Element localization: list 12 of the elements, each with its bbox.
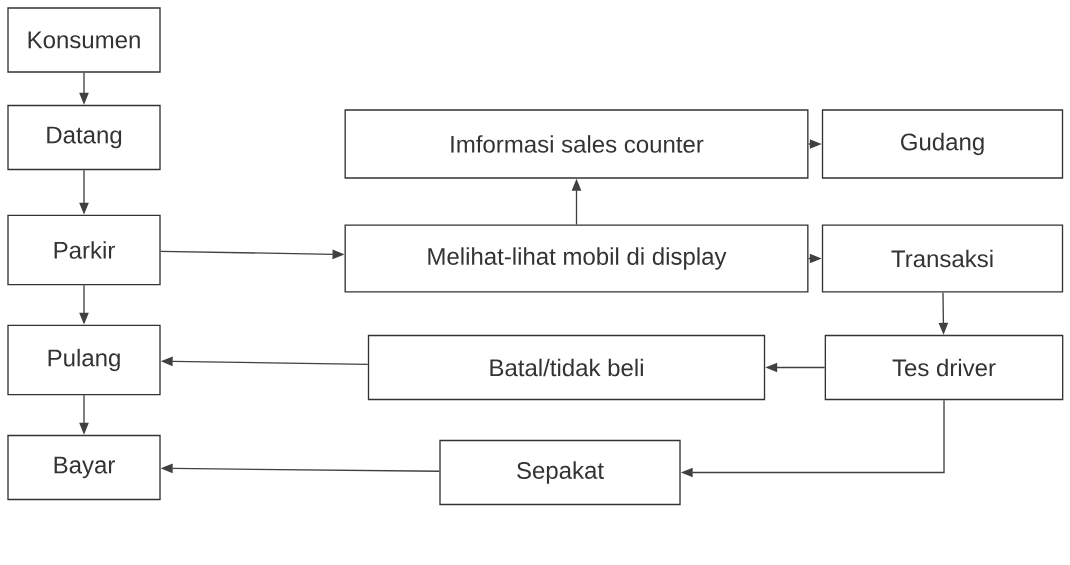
process-box: Gudang: [821, 109, 1064, 179]
process-box: Transaksi: [821, 224, 1064, 293]
process-box: Imformasi sales counter: [344, 109, 809, 179]
process-box: Tes driver: [824, 334, 1064, 401]
process-box: Batal/tidak beli: [367, 334, 766, 401]
process-box: Konsumen: [7, 7, 161, 73]
process-box: Datang: [7, 104, 161, 171]
process-box: Bayar: [7, 434, 161, 501]
process-box: Melihat-lihat mobil di display: [344, 224, 809, 293]
process-box: Pulang: [7, 324, 161, 396]
process-box: Parkir: [7, 214, 161, 286]
process-box: Sepakat: [439, 439, 681, 506]
